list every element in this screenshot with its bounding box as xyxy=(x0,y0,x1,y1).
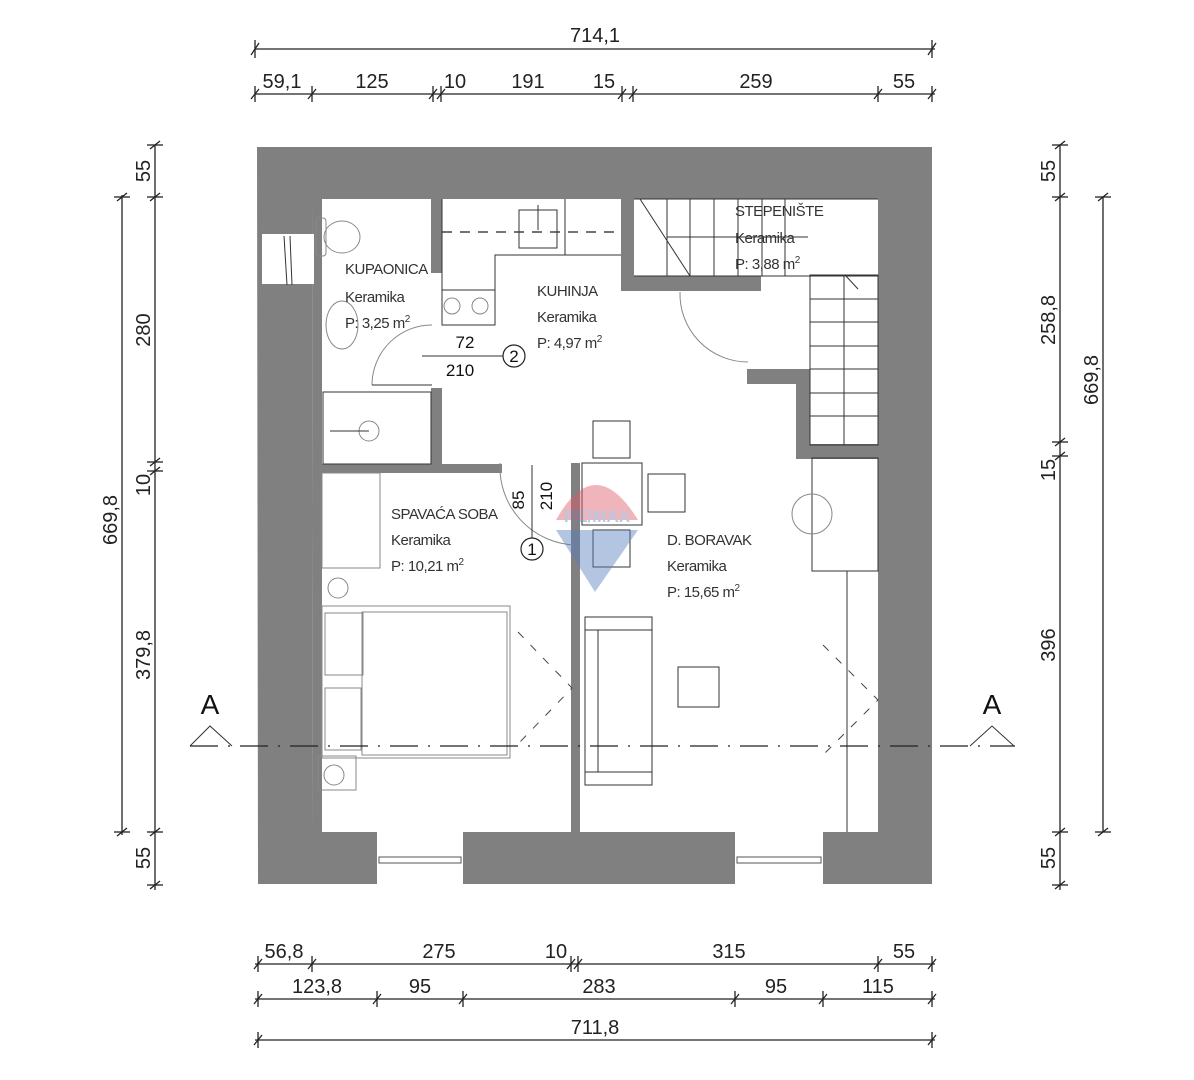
sup: 2 xyxy=(405,314,411,325)
dim-bottom-seg: 275 xyxy=(422,941,455,963)
sup: 2 xyxy=(597,334,603,345)
room-label-kupaonica: KUPAONICA Keramika P: 3,25 m2 xyxy=(345,261,429,332)
svg-text:P: 10,21 m2: P: 10,21 m2 xyxy=(391,557,465,575)
room-label-stepeniste: STEPENIŠTE Keramika P: 3,88 m2 xyxy=(735,203,824,273)
dim-top-total: 714,1 xyxy=(570,25,620,47)
svg-text:P: 3,25 m2: P: 3,25 m2 xyxy=(345,314,411,332)
dim-right-seg: 15 xyxy=(1038,459,1060,481)
section-label-left: A xyxy=(201,689,220,720)
remax-watermark: RE/MAX xyxy=(556,485,638,592)
room-area: P: 3,25 m xyxy=(345,315,405,332)
room-floor: Keramika xyxy=(345,289,406,306)
dim-top-seg: 125 xyxy=(355,71,388,93)
left-dimensions: 55 280 10 379,8 55 669,8 xyxy=(100,140,163,890)
dim-bottom-seg: 123,8 xyxy=(292,976,342,998)
dim-left-seg: 55 xyxy=(133,160,155,182)
toilet-tank xyxy=(315,217,327,257)
dim-top-seg: 259 xyxy=(739,71,772,93)
room-label-spavaca-soba: SPAVAĆA SOBA Keramika P: 10,21 m2 xyxy=(391,506,499,575)
windows xyxy=(262,234,823,884)
dim-right-seg: 55 xyxy=(1038,160,1060,182)
room-floor: Keramika xyxy=(735,230,796,247)
room-area: P: 4,97 m xyxy=(537,335,597,352)
dim-top-seg: 191 xyxy=(511,71,544,93)
right-dimensions: 55 258,8 15 396 55 669,8 xyxy=(1038,140,1111,890)
dim-bottom-seg: 95 xyxy=(765,976,787,998)
dim-right-total: 669,8 xyxy=(1081,355,1103,405)
dim-top-seg: 15 xyxy=(593,71,615,93)
room-name: KUHINJA xyxy=(537,283,598,300)
door-id: 2 xyxy=(509,347,518,366)
dim-right-seg: 55 xyxy=(1038,847,1060,869)
sup: 2 xyxy=(459,557,465,568)
room-area: P: 3,88 m xyxy=(735,256,795,273)
dim-bottom-seg: 10 xyxy=(545,941,567,963)
toilet-bowl xyxy=(323,220,361,254)
walls xyxy=(257,147,932,884)
sup: 2 xyxy=(795,255,801,266)
dim-bottom-seg: 115 xyxy=(862,976,894,998)
sup: 2 xyxy=(735,583,741,594)
room-floor: Keramika xyxy=(391,532,452,549)
room-label-dnevni-boravak: D. BORAVAK Keramika P: 15,65 m2 xyxy=(667,532,752,601)
dim-bottom-seg: 315 xyxy=(712,941,745,963)
dim-bottom-seg: 55 xyxy=(893,941,915,963)
door-width: 72 xyxy=(456,333,475,352)
section-line: A A xyxy=(189,689,1015,747)
dim-bottom-seg: 95 xyxy=(409,976,431,998)
dim-bottom-seg: 56,8 xyxy=(265,941,304,963)
room-name: SPAVAĆA SOBA xyxy=(391,506,498,523)
door-id: 1 xyxy=(527,540,536,559)
room-name: KUPAONICA xyxy=(345,261,428,278)
dim-top-seg: 59,1 xyxy=(263,71,302,93)
dim-left-total: 669,8 xyxy=(100,495,122,545)
door-height: 210 xyxy=(446,361,474,380)
door-tag-1: 1 85 210 xyxy=(509,465,556,561)
stairs-upper xyxy=(634,198,878,277)
dim-top-seg: 55 xyxy=(893,71,915,93)
dim-right-seg: 396 xyxy=(1038,628,1060,661)
stairs-side xyxy=(809,274,879,446)
dim-top-seg: 10 xyxy=(444,71,466,93)
dim-left-seg: 55 xyxy=(133,847,155,869)
room-name: D. BORAVAK xyxy=(667,532,752,549)
watermark-text: RE/MAX xyxy=(564,507,631,526)
dim-bottom-seg: 283 xyxy=(582,976,615,998)
room-area: P: 10,21 m xyxy=(391,558,459,575)
dim-right-seg: 258,8 xyxy=(1038,295,1060,345)
room-floor: Keramika xyxy=(667,558,728,575)
door-height: 210 xyxy=(537,482,556,510)
dim-left-seg: 280 xyxy=(133,313,155,346)
room-floor: Keramika xyxy=(537,309,598,326)
dim-left-seg: 379,8 xyxy=(133,630,155,680)
svg-text:P: 15,65 m2: P: 15,65 m2 xyxy=(667,583,741,601)
svg-text:P: 3,88 m2: P: 3,88 m2 xyxy=(735,255,801,273)
room-area: P: 15,65 m xyxy=(667,584,735,601)
svg-text:P: 4,97 m2: P: 4,97 m2 xyxy=(537,334,603,352)
room-name: STEPENIŠTE xyxy=(735,203,824,220)
bottom-dimensions: 56,8 275 10 315 55 123,8 95 283 95 115 7… xyxy=(253,941,937,1048)
door-tag-2: 2 72 210 xyxy=(422,333,526,380)
section-label-right: A xyxy=(983,689,1002,720)
fixtures xyxy=(315,198,879,832)
top-dimensions: 714,1 59,1 125 10 191 15 259 55 xyxy=(250,25,937,102)
room-label-kuhinja: KUHINJA Keramika P: 4,97 m2 xyxy=(537,283,603,352)
dim-bottom-total: 711,8 xyxy=(571,1017,620,1039)
door-width: 85 xyxy=(509,491,528,510)
dim-left-seg: 10 xyxy=(133,474,155,496)
